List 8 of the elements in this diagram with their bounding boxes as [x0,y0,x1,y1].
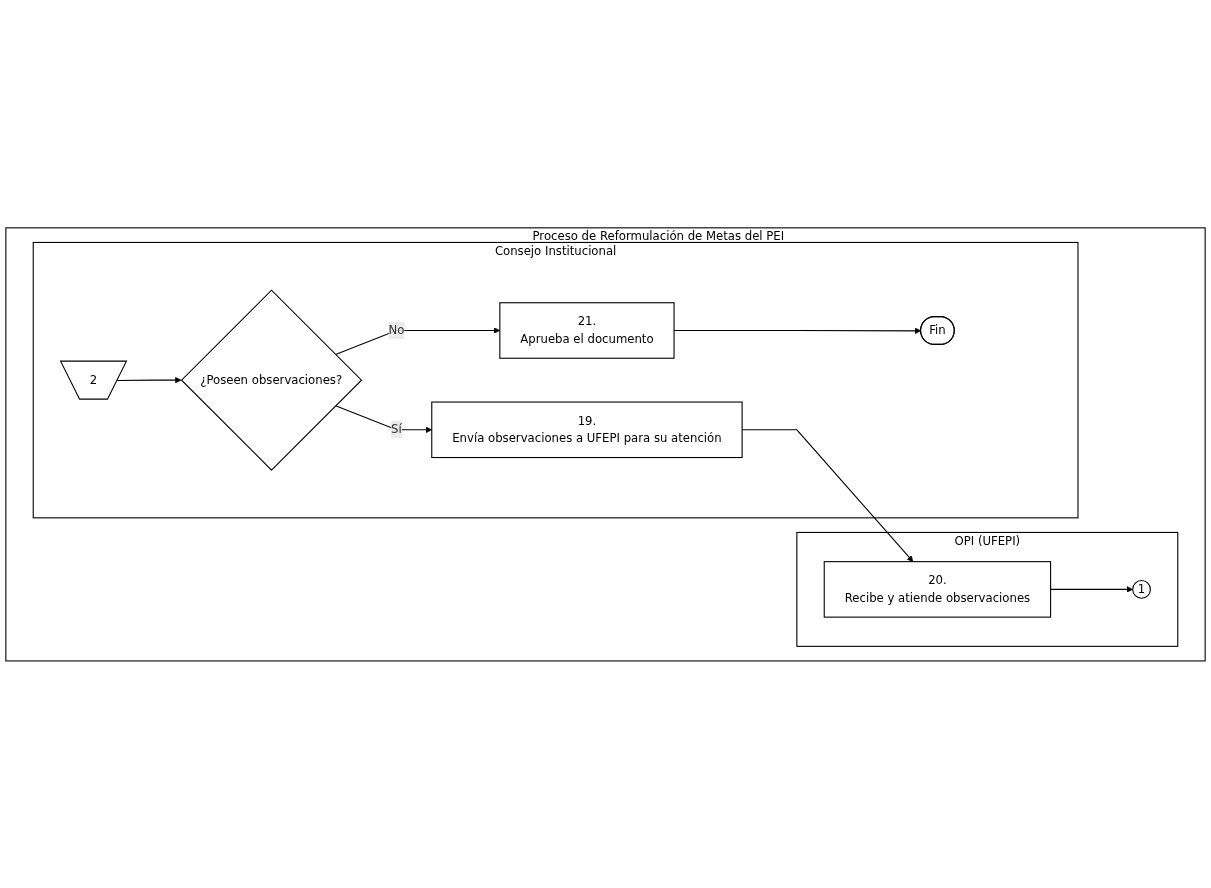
node-box: 19. Envía observaciones a UFEPI para su atención [431,401,743,458]
node-box: 21. Aprueba el documento [499,301,675,359]
edge-label: Sí [391,422,402,436]
node-circle: 1 [1132,579,1151,599]
node-box: 20. Recibe y atiende observaciones [823,560,1052,618]
node-diamond: ¿Poseen observaciones? [180,289,363,471]
arrow [116,376,182,383]
edge-label: No [388,322,405,337]
